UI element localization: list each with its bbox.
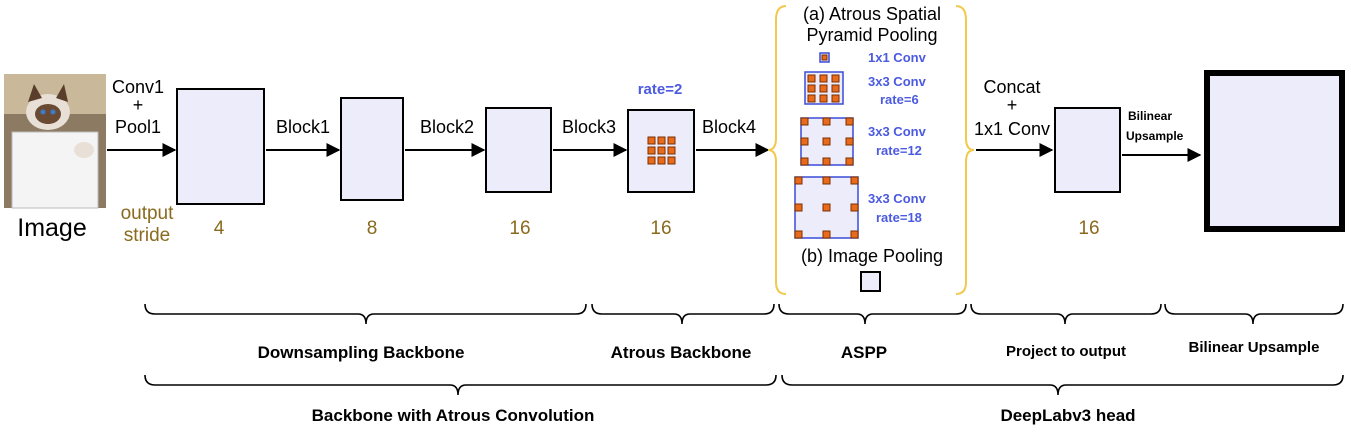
aspp-branch-1x1: 1x1 Conv — [868, 50, 927, 65]
stage-label-pool1: Pool1 — [115, 117, 161, 137]
supergroup-label-backbone: Backbone with Atrous Convolution — [312, 406, 595, 425]
brace-downsampling-backbone — [144, 303, 587, 325]
aspp-kernel-rate6 — [804, 71, 844, 105]
input-image — [4, 74, 106, 209]
supergroup-label-head: DeepLabv3 head — [1000, 406, 1135, 425]
aspp-left-brace — [767, 5, 787, 295]
stride-value-conv1: 4 — [214, 218, 225, 239]
rate-label: rate=2 — [638, 81, 683, 98]
upsample-label-l2: Upsample — [1126, 129, 1184, 143]
brace-aspp — [778, 303, 967, 325]
aspp-branch-rate6-l1: 3x3 Conv — [868, 74, 927, 89]
stage-label-block1: Block1 — [276, 117, 330, 137]
stage-label-plus: + — [133, 95, 144, 115]
aspp-right-brace — [955, 5, 975, 295]
feature-map-block2 — [485, 107, 552, 193]
aspp-title-line1: (a) Atrous Spatial — [803, 4, 941, 24]
feature-map-block1 — [340, 97, 404, 201]
stride-value-block2: 16 — [509, 218, 530, 239]
brace-atrous-backbone — [591, 303, 775, 325]
stride-value-block1: 8 — [367, 218, 378, 239]
brace-backbone-atrous — [144, 374, 777, 396]
aspp-title-line2: Pyramid Pooling — [806, 25, 937, 45]
group-label-aspp: ASPP — [841, 343, 887, 362]
stride-label-stride: stride — [124, 225, 170, 246]
aspp-kernel-rate12 — [800, 117, 854, 166]
group-label-project: Project to output — [1006, 343, 1126, 360]
concat-label-l2: + — [1007, 95, 1018, 115]
aspp-kernel-rate18 — [794, 176, 859, 239]
stride-value-project: 16 — [1078, 218, 1099, 239]
aspp-image-pooling-box — [860, 271, 881, 292]
stage-label-block3: Block3 — [562, 117, 616, 137]
stage-label-conv1: Conv1 — [112, 77, 164, 97]
concat-label-l1: Concat — [983, 77, 1040, 97]
aspp-branch-rate6-l2: rate=6 — [880, 92, 919, 107]
aspp-branch-rate12-l2: rate=12 — [876, 143, 922, 158]
stage-label-block4: Block4 — [702, 117, 756, 137]
stride-label-output: output — [121, 203, 175, 224]
aspp-branch-rate18-l2: rate=18 — [876, 210, 922, 225]
stride-value-block3: 16 — [650, 218, 671, 239]
atrous-kernel-rate2 — [647, 136, 676, 165]
feature-map-project — [1054, 107, 1121, 193]
input-label: Image — [17, 214, 86, 242]
stage-label-block2: Block2 — [420, 117, 474, 137]
upsample-label-l1: Bilinear — [1128, 109, 1172, 123]
aspp-branch-rate12-l1: 3x3 Conv — [868, 124, 927, 139]
brace-upsample — [1164, 303, 1344, 325]
group-label-atrous: Atrous Backbone — [611, 343, 752, 362]
aspp-branch-rate18-l1: 3x3 Conv — [868, 191, 927, 206]
group-label-upsample: Bilinear Upsample — [1189, 339, 1320, 356]
aspp-image-pooling-label: (b) Image Pooling — [801, 246, 943, 266]
brace-project — [970, 303, 1162, 325]
brace-deeplab-head — [781, 374, 1344, 396]
group-label-downsampling: Downsampling Backbone — [258, 343, 465, 362]
feature-map-conv1 — [176, 88, 265, 205]
output-map — [1204, 70, 1345, 232]
concat-label-l3: 1x1 Conv — [974, 119, 1050, 139]
